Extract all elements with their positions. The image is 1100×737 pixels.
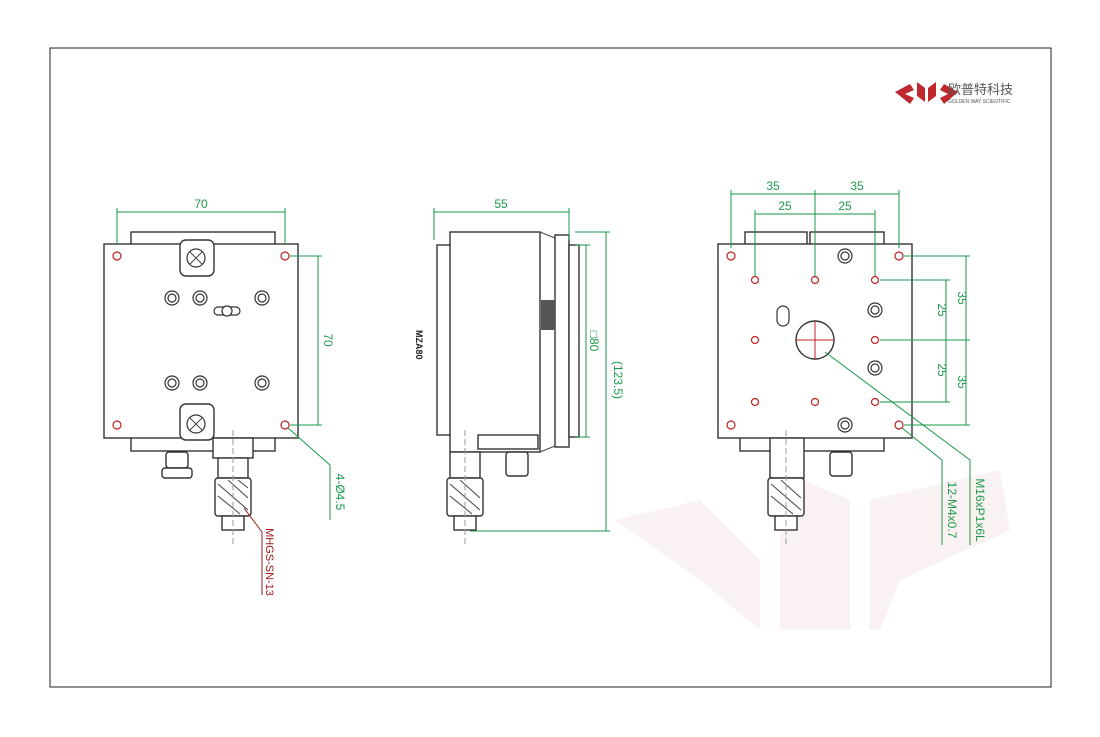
logo-english-name: GOLDEN WAY SCIENTIFIC [948, 99, 1011, 105]
hole-callout: 4-Ø4.5 [333, 474, 347, 511]
micrometer-left [212, 430, 254, 545]
middle-view: MZA80 55 □80 (123.5) [414, 197, 625, 545]
tapped-holes [726, 251, 904, 430]
right-dim-outer-bottom: 35 [955, 375, 969, 389]
right-dim-outer-top: 35 [955, 291, 969, 305]
model-label: MZA80 [414, 330, 424, 360]
height-dim: (123.5) [611, 361, 625, 399]
adjuster-knob-left [161, 451, 193, 479]
center-thread-callout: M16xP1x6L [973, 478, 987, 542]
middle-view-body [449, 231, 541, 453]
company-logo: 欧普特科技 GOLDEN WAY SCIENTIFIC [895, 82, 1013, 105]
right-view: 35 35 25 25 35 25 25 35 M16xP1x6L 12-M4x… [717, 179, 987, 545]
mounting-holes [112, 251, 290, 430]
right-dim-inner-bottom: 25 [935, 363, 949, 377]
right-dim-top-inner-left: 25 [778, 199, 792, 213]
middle-dim-top: 55 [494, 197, 508, 211]
right-dim-top-outer-left: 35 [766, 179, 780, 193]
drawing-frame [49, 47, 1052, 688]
micrometer-middle [446, 430, 484, 545]
micrometer-right [767, 430, 805, 545]
micrometer-callout: MHGS-SN-13 [263, 528, 275, 596]
left-dim-side: 70 [321, 333, 335, 347]
watermark-logo [615, 470, 1010, 630]
left-view: 70 70 4-Ø4.5 MHGS-SN-13 [103, 197, 347, 596]
right-dim-inner-top: 25 [935, 303, 949, 317]
left-dim-top: 70 [194, 197, 208, 211]
right-dim-top-inner-right: 25 [838, 199, 852, 213]
square-dim: □80 [587, 331, 601, 352]
logo-chinese-name: 欧普特科技 [948, 82, 1013, 97]
right-dim-top-outer-right: 35 [850, 179, 864, 193]
tapped-holes-callout: 12-M4x0.7 [945, 482, 959, 539]
